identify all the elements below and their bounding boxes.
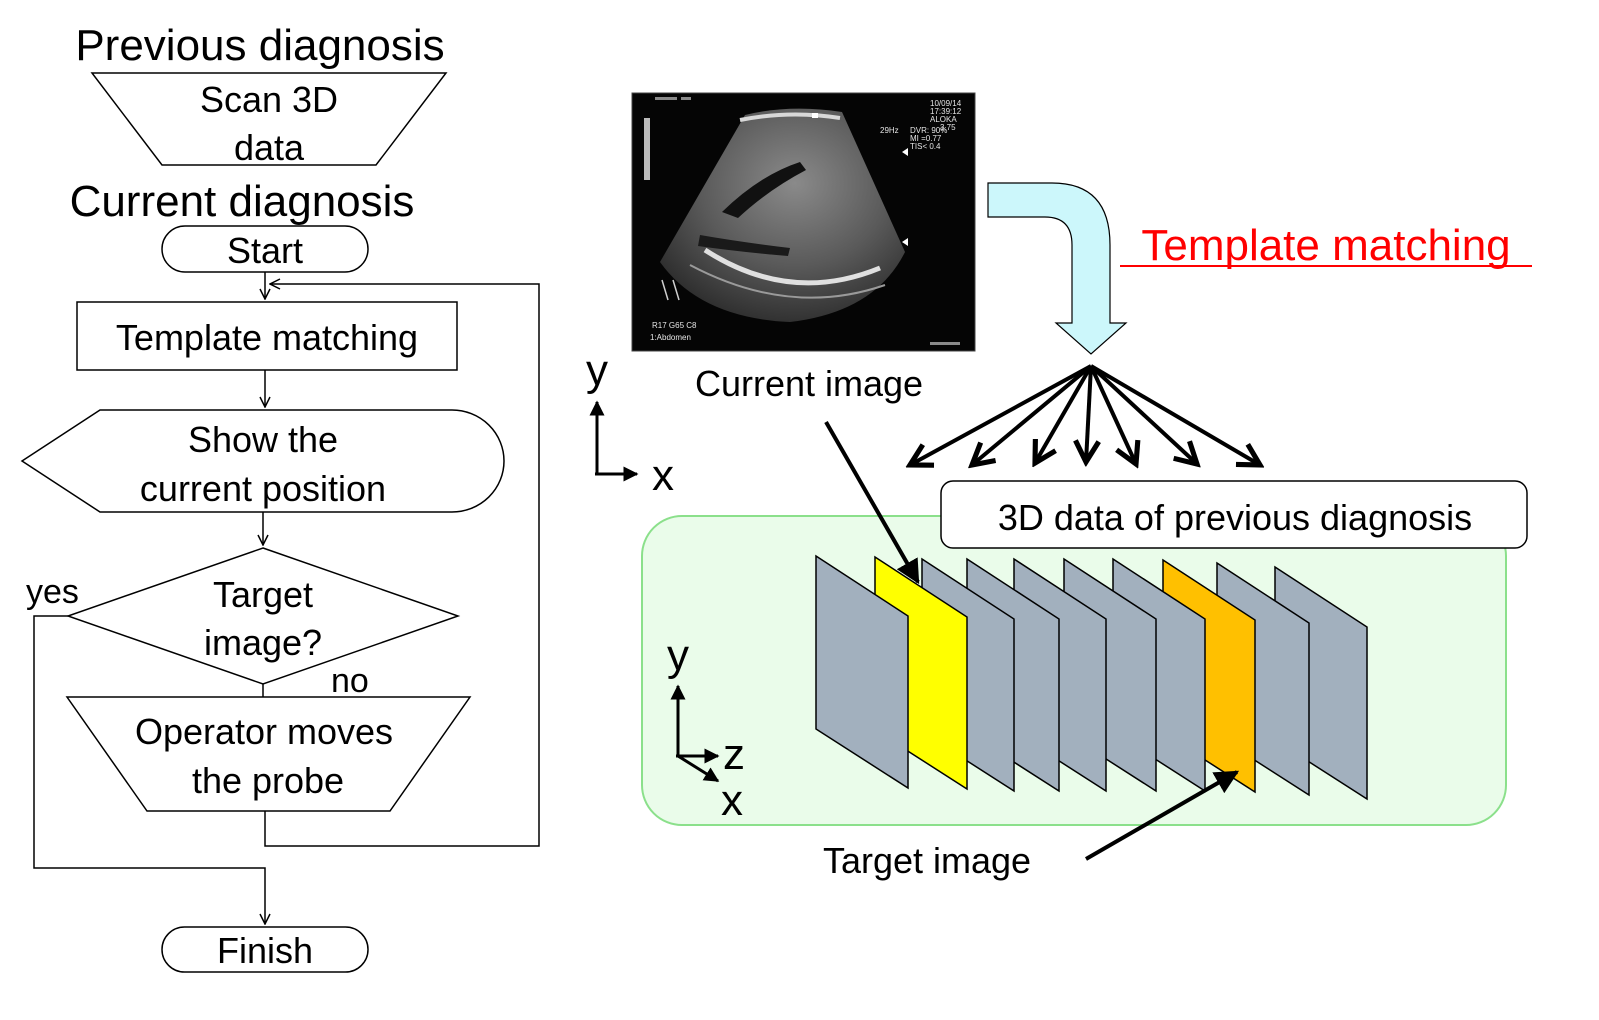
fan-arrow [1089, 364, 1197, 464]
axes-top: y x [586, 346, 674, 500]
illustration: 10/09/14 17:39:12 ALOKA 3.75 29Hz DVR: 9… [586, 92, 1532, 881]
axes-bottom: y z x [667, 631, 745, 825]
slice [815, 554, 909, 790]
ultrasound-image: 10/09/14 17:39:12 ALOKA 3.75 29Hz DVR: 9… [631, 92, 976, 352]
loop-back-connector [264, 284, 540, 847]
axis-top-x-label: x [652, 451, 674, 500]
us-mode: 1:Abdomen [650, 333, 691, 342]
yes-label: yes [26, 573, 79, 611]
start-label: Start [227, 230, 303, 271]
operator-line1: Operator moves [135, 711, 393, 752]
us-tis: TIS< 0.4 [910, 142, 941, 151]
data-box [940, 480, 1528, 549]
fan-arrow [1089, 365, 1136, 464]
slice-stack [815, 554, 1368, 801]
current-image-pointer-arrow [824, 421, 920, 585]
template-matching-process-label: Template matching [116, 317, 418, 358]
operator-moves-probe-shape [65, 696, 472, 812]
scan-data-line2: data [234, 127, 305, 168]
fan-arrow [972, 364, 1093, 465]
previous-diagnosis-label: Previous diagnosis [75, 21, 444, 70]
axis-bottom-z-label: z [723, 730, 745, 779]
target-image-decision [65, 547, 461, 685]
scan-data-line1: Scan 3D [200, 79, 338, 120]
display-current-position-shape [20, 409, 505, 513]
target-image-label: Target image [823, 840, 1031, 881]
data-box-label: 3D data of previous diagnosis [998, 497, 1472, 538]
us-frame-rate: 29Hz [880, 126, 899, 135]
us-mi: MI =0.77 [910, 134, 942, 143]
display-line2: current position [140, 468, 386, 509]
us-time: 17:39:12 [930, 107, 962, 116]
no-label: no [331, 662, 369, 700]
fan-arrow [1086, 365, 1091, 462]
operator-line2: the probe [192, 760, 344, 801]
axis-bottom-x-label: x [721, 776, 743, 825]
display-line1: Show the [188, 419, 338, 460]
finish-terminator [161, 926, 369, 973]
yes-branch-connector [33, 615, 265, 924]
us-preset: R17 G65 C8 [652, 321, 697, 330]
axis-bottom-y-label: y [667, 631, 689, 680]
axis-top-y-label: y [586, 346, 608, 395]
target-image-pointer-arrow [1085, 770, 1240, 861]
us-date: 10/09/14 [930, 99, 962, 108]
us-brand: ALOKA [930, 115, 957, 124]
fan-arrow [1089, 364, 1260, 465]
scan-data-shape [90, 72, 448, 166]
decision-line1: Target [213, 574, 313, 615]
fan-arrow [1035, 365, 1093, 463]
template-matching-process [76, 301, 458, 371]
decision-line2: image? [204, 622, 322, 663]
current-image-label: Current image [695, 363, 923, 404]
us-depth: 3.75 [940, 123, 956, 132]
template-matching-red-label: Template matching [1141, 221, 1510, 270]
current-diagnosis-label: Current diagnosis [70, 177, 415, 226]
finish-label: Finish [217, 930, 313, 971]
us-dvr: DVR: 90% [910, 126, 947, 135]
fan-arrow [910, 364, 1092, 465]
curved-matching-arrow [987, 182, 1128, 355]
fan-arrows [910, 364, 1260, 465]
flowchart: Previous diagnosis Scan 3D data Current … [20, 21, 540, 973]
